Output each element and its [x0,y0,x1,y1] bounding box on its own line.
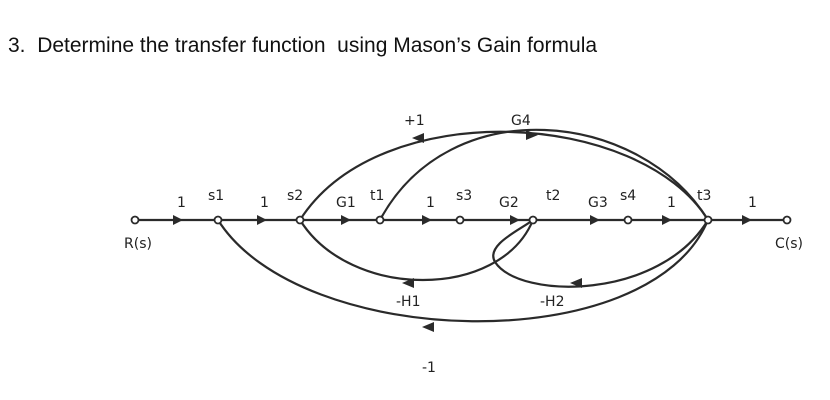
arrow-forward-5 [510,215,520,225]
arrow-plus1 [412,133,424,143]
node-label-t2: t2 [546,188,560,204]
question-number: 3. [8,34,26,57]
arrow-forward-3 [341,215,351,225]
arrow-forward-2 [257,215,267,225]
gain-forward-3: G1 [336,195,356,211]
node-s3 [455,215,465,225]
question-text: 3. Determine the transfer function using… [8,34,597,58]
node-R [130,215,140,225]
node-label-t3: t3 [697,188,711,204]
arrow-forward-1 [173,215,183,225]
arrow-minusH1 [402,278,414,288]
arrow-forward-7 [662,215,672,225]
gain-forward-1: 1 [177,195,186,211]
question-body: Determine the transfer function using Ma… [37,34,598,57]
gain-lower-minusH2: -H2 [540,294,565,310]
gain-forward-8: 1 [748,195,757,211]
label-input: R(s) [124,236,152,252]
arrow-minus1 [422,322,434,332]
node-s4 [623,215,633,225]
node-label-s1: s1 [208,188,224,204]
gain-lower-minusH1: -H1 [396,294,421,310]
node-label-t1: t1 [370,188,384,204]
node-s1 [213,215,223,225]
node-s2 [295,215,305,225]
gain-forward-2: 1 [260,195,269,211]
gain-upper-G4: G4 [511,113,531,129]
arrow-forward-6 [590,215,600,225]
node-C [782,215,792,225]
node-label-s4: s4 [620,188,636,204]
label-output: C(s) [775,236,803,252]
gain-forward-6: G3 [588,195,608,211]
node-t3 [703,215,713,225]
gain-upper-plus1: +1 [404,113,425,129]
arrow-minusH2 [570,278,582,288]
gain-lower-minus1: -1 [422,360,436,376]
node-t1 [375,215,385,225]
node-label-s3: s3 [456,188,472,204]
arrow-G4 [526,130,538,140]
edge-G4 [379,128,709,221]
edge-minus1 [217,219,710,323]
edge-minusH2 [492,219,709,288]
arrow-forward-4 [422,215,432,225]
node-label-s2: s2 [287,188,303,204]
gain-forward-5: G2 [499,195,519,211]
edge-minusH1 [299,219,535,281]
gain-forward-7: 1 [667,195,676,211]
node-t2 [528,215,538,225]
arrow-forward-8 [742,215,752,225]
gain-forward-4: 1 [426,195,435,211]
